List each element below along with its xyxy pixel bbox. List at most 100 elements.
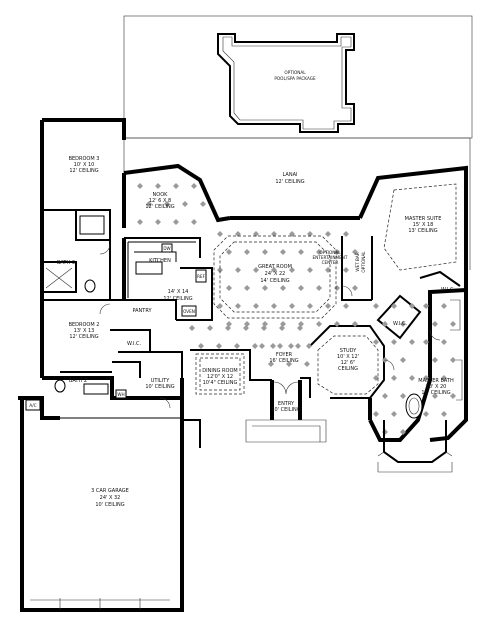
great-room-label-3: 14' CEILING xyxy=(260,278,289,284)
tile-diamond xyxy=(432,393,438,399)
garage-label-2: 24' X 32 xyxy=(100,495,121,501)
mbath-label-3: 12' CEILING xyxy=(421,390,450,396)
tile-diamond xyxy=(226,285,232,291)
tile-diamond xyxy=(432,321,438,327)
tile-diamond xyxy=(373,411,379,417)
study-label-1: STUDY xyxy=(340,348,357,354)
tile-diamond xyxy=(270,343,276,349)
garage-label-3: 10' CEILING xyxy=(95,502,124,508)
tile-diamond xyxy=(307,267,313,273)
master-label-3: 13' CEILING xyxy=(408,228,437,234)
nook-label-3: 12' CEILING xyxy=(145,204,174,210)
tile-diamond xyxy=(198,343,204,349)
tile-diamond xyxy=(306,343,312,349)
tile-diamond xyxy=(432,357,438,363)
tile-diamond xyxy=(137,183,143,189)
tile-diamond xyxy=(277,343,283,349)
tile-diamond xyxy=(352,249,358,255)
tile-diamond xyxy=(243,325,249,331)
bath2-fixtures xyxy=(54,379,109,395)
door-swings xyxy=(99,243,441,409)
tile-diamond xyxy=(343,267,349,273)
tile-diamond xyxy=(298,249,304,255)
wic-top-label: W.I.C. xyxy=(441,287,456,293)
tile-diamond xyxy=(316,285,322,291)
tile-diamond xyxy=(343,231,349,237)
utility-label-2: 10' CEILING xyxy=(145,384,174,390)
tile-diamond xyxy=(400,357,406,363)
mbath-label-2: 10' X 20 xyxy=(426,384,447,390)
garage-label-1: 3 CAR GARAGE xyxy=(91,488,129,494)
great-room-tray xyxy=(213,235,337,319)
master-bath-bay xyxy=(377,299,463,473)
water-heater xyxy=(115,389,127,399)
wet-bar-label: WET BAR OPTIONAL xyxy=(355,251,366,273)
tile-diamond xyxy=(286,361,292,367)
tile-diamond xyxy=(289,267,295,273)
tile-diamond xyxy=(173,183,179,189)
bath3-label: BATH 3 xyxy=(57,260,75,266)
tile-diamond xyxy=(441,375,447,381)
tile-diamond xyxy=(271,267,277,273)
dining-label-1: DINING ROOM xyxy=(202,368,237,374)
tile-diamond xyxy=(352,321,358,327)
tile-diamond xyxy=(262,249,268,255)
tile-diamond xyxy=(325,303,331,309)
tile-diamond xyxy=(400,429,406,435)
entry-porch xyxy=(245,380,327,443)
tile-diamond xyxy=(304,361,310,367)
tile-diamond xyxy=(441,303,447,309)
tile-diamond xyxy=(450,321,456,327)
ent-label-2: ENTERTAINMENT xyxy=(312,255,347,260)
tile-diamond xyxy=(280,285,286,291)
tile-diamond xyxy=(343,303,349,309)
tile-diamond xyxy=(423,411,429,417)
tile-diamond xyxy=(244,285,250,291)
tile-diamond xyxy=(226,249,232,255)
bath2-label: BATH 2 xyxy=(69,378,87,384)
tile-diamond xyxy=(271,303,277,309)
tile-diamond xyxy=(268,361,274,367)
bedroom2-label-2: 13' X 13 xyxy=(74,328,95,334)
tile-diamond xyxy=(253,231,259,237)
foyer-label-2: 16' CEILING xyxy=(269,358,298,364)
tile-diamond xyxy=(234,343,240,349)
tile-diamond xyxy=(409,339,415,345)
tile-diamond xyxy=(182,201,188,207)
tile-diamond xyxy=(373,303,379,309)
tile-diamond xyxy=(289,303,295,309)
great-room-label-1: GREAT ROOM xyxy=(258,264,292,270)
tile-diamond xyxy=(316,321,322,327)
nook-label-1: NOOK xyxy=(153,192,169,198)
tile-diamond xyxy=(262,285,268,291)
nook-label-2: 12' 6 X 8 xyxy=(149,198,171,204)
tile-diamond xyxy=(253,267,259,273)
tile-diamond xyxy=(373,339,379,345)
tile-diamond xyxy=(252,343,258,349)
master-label-1: MASTER SUITE xyxy=(405,216,442,222)
tile-diamond xyxy=(450,393,456,399)
tile-diamond xyxy=(409,375,415,381)
bath3-fixtures xyxy=(45,215,105,293)
oven-label: OVEN xyxy=(183,309,195,314)
dining-label-3: 10'4" CEILING xyxy=(203,380,238,386)
pool-label-2: POOL/SPA PACKAGE xyxy=(274,76,316,81)
tile-diamond xyxy=(297,325,303,331)
tile-diamond xyxy=(441,339,447,345)
tile-diamond xyxy=(217,303,223,309)
foyer-label-1: FOYER xyxy=(276,352,293,358)
tile-diamond xyxy=(259,343,265,349)
lanai-outline xyxy=(123,137,471,270)
tile-diamond xyxy=(391,375,397,381)
study-label-4: CEILING xyxy=(338,366,358,372)
wh-label: WH xyxy=(117,392,124,397)
ref-label: REF xyxy=(197,274,206,279)
tile-diamond xyxy=(253,303,259,309)
tile-diamond xyxy=(137,219,143,225)
lanai-label-2: 12' CEILING xyxy=(275,179,304,185)
tile-diamond xyxy=(207,325,213,331)
study-label-3: 12' 6" xyxy=(341,360,356,366)
wic-left-label: W.I.C. xyxy=(127,341,142,347)
study-tray xyxy=(317,335,379,395)
